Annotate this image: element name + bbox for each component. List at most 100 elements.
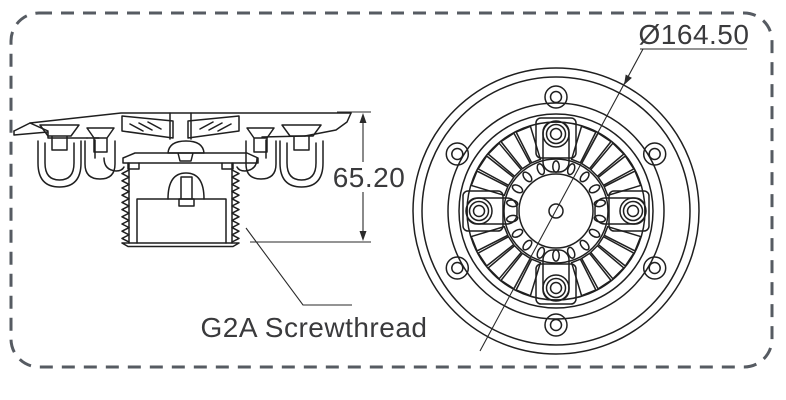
front-view <box>412 67 700 355</box>
hook-left <box>103 157 125 172</box>
spoke-wedge <box>470 225 509 252</box>
screw-right-inner <box>246 127 275 153</box>
diameter-leader-line <box>479 48 747 352</box>
flange-screw-hole <box>544 85 568 109</box>
hub-shaft <box>169 112 192 140</box>
inner-screw <box>465 197 493 225</box>
spoke-wedge <box>580 252 613 290</box>
inner-screw <box>626 204 640 218</box>
slot-hole <box>511 228 524 238</box>
spoke-wedge <box>570 258 597 297</box>
flange-screw-hole <box>549 90 563 104</box>
front-circle-r7 <box>548 203 564 219</box>
inner-screw <box>622 200 644 222</box>
inner-screw <box>542 274 570 302</box>
front-circle-r134 <box>421 76 691 346</box>
spoke-wedge <box>515 125 542 164</box>
spoke-wedge <box>603 170 642 197</box>
inner-screw <box>472 204 486 218</box>
screw-left-outer-housing-inner <box>44 142 75 181</box>
spoke-wedge <box>589 244 625 280</box>
screw-right-outer <box>281 124 322 151</box>
screw-right-inner-housing <box>245 140 277 180</box>
flange-screw-hole <box>648 147 661 161</box>
flange-screw-hole <box>642 256 667 280</box>
height-dimension: 65.20 <box>250 111 406 243</box>
thread-leader-line <box>245 227 352 306</box>
neck-bottom <box>121 242 240 248</box>
thread-callout: G2A Screwthread <box>201 227 427 343</box>
screw-right-outer-housing <box>279 140 324 188</box>
front-circle-r143 <box>412 67 700 355</box>
flange-screw-hole <box>642 142 667 166</box>
inner-screw-mount <box>608 190 650 232</box>
clip-arms <box>94 139 267 159</box>
height-extension-lines <box>250 111 371 243</box>
thread-zigzag-left <box>121 169 130 243</box>
inner-screw-bracket <box>542 249 570 301</box>
inner-screw <box>545 123 567 145</box>
inner-screw <box>542 120 570 148</box>
slot-hole <box>579 171 590 183</box>
slot-hole <box>522 239 533 251</box>
spoke-wedge <box>487 244 523 280</box>
inner-screw <box>468 200 490 222</box>
socket-pin <box>178 176 195 207</box>
collar-tabs <box>127 162 234 170</box>
spoke-wedge <box>597 235 635 268</box>
flange-screw-hole <box>544 313 568 337</box>
flange-screw-hole <box>451 261 464 275</box>
hub-knob <box>167 140 205 162</box>
spoke-wedge <box>597 154 635 187</box>
fin-hatch-left <box>129 121 162 132</box>
sheet-dashed-border <box>9 11 774 369</box>
slot-hole <box>522 171 533 183</box>
spoke-wedge <box>589 142 625 178</box>
height-dimension-label: 65.20 <box>333 162 406 193</box>
flange-screw-hole <box>445 256 470 280</box>
spoke-wedge <box>470 170 509 197</box>
spoke-wedge <box>477 154 515 187</box>
slot-hole <box>511 184 524 194</box>
spoke-wedge <box>487 142 523 178</box>
side-view <box>13 112 352 248</box>
fin-box-right <box>187 115 240 139</box>
front-circle-r52 <box>503 158 609 264</box>
slot-hole <box>588 228 601 238</box>
fin-box-left <box>121 115 174 139</box>
fin-hatch-right <box>199 121 232 132</box>
flange-screw-hole <box>445 142 470 166</box>
flange-screw-hole <box>648 261 661 275</box>
screw-left-inner-housing <box>84 140 116 180</box>
slot-hole <box>588 184 601 194</box>
hook-right <box>236 157 258 172</box>
inner-screw-mount <box>535 117 577 159</box>
spoke-wedge <box>570 125 597 164</box>
diameter-dimension: Ø164.50 <box>479 19 749 352</box>
screw-right-outer-housing-inner <box>286 142 317 181</box>
inner-screw <box>619 197 647 225</box>
inner-screw <box>549 127 563 141</box>
spoke-wedge <box>499 132 532 170</box>
flange-screw-hole <box>549 318 563 332</box>
inner-screw <box>549 281 563 295</box>
slot-hole <box>552 249 560 262</box>
front-circle-r37 <box>518 173 594 249</box>
inner-screw-bracket <box>466 197 518 225</box>
screw-left-outer <box>39 124 80 151</box>
inner-dome <box>167 172 205 200</box>
height-arrow-bottom <box>359 231 367 241</box>
front-circle-r97 <box>458 113 654 309</box>
spoke-wedge <box>477 235 515 268</box>
spoke-wedge <box>515 258 542 297</box>
bezel-right-edge <box>304 112 352 137</box>
slot-hole <box>566 163 576 176</box>
slot-hole <box>566 246 576 259</box>
slot-hole <box>536 163 546 176</box>
spoke-wedge <box>603 225 642 252</box>
slot-hole <box>536 246 546 259</box>
collar <box>122 152 259 164</box>
height-arrow-top <box>359 113 367 123</box>
